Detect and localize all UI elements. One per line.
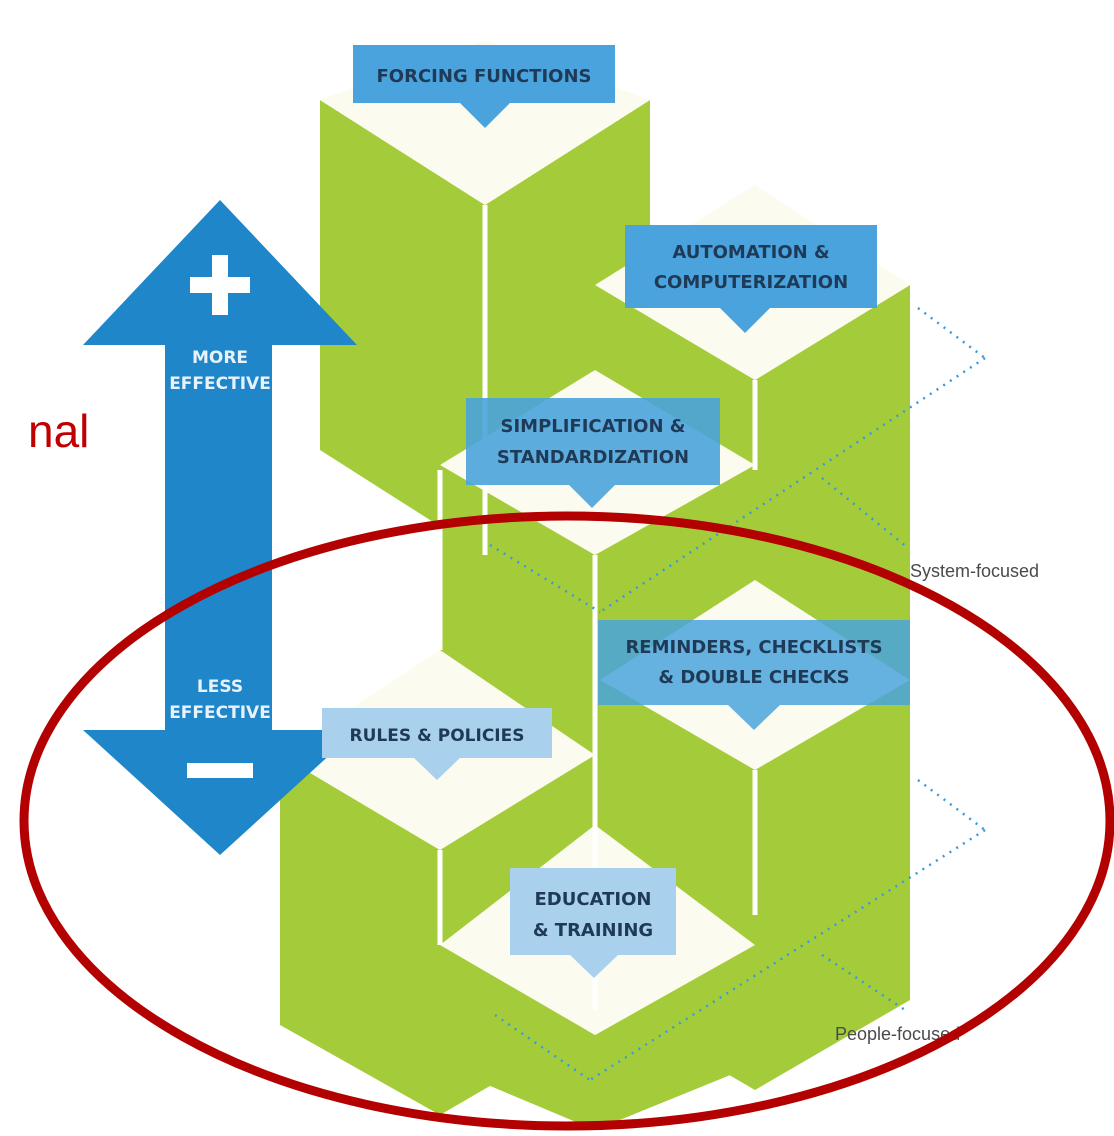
effectiveness-arrow: MORE EFFECTIVE LESS EFFECTIVE <box>83 200 357 855</box>
svg-text:FORCING FUNCTIONS: FORCING FUNCTIONS <box>377 66 592 87</box>
label-education-training: EDUCATION & TRAINING <box>510 868 676 978</box>
svg-text:COMPUTERIZATION: COMPUTERIZATION <box>654 272 848 293</box>
minus-icon <box>187 763 253 778</box>
label-automation: AUTOMATION & COMPUTERIZATION <box>625 225 877 333</box>
people-focused-label: People-focused <box>835 1024 960 1044</box>
more-label: MORE <box>192 348 248 368</box>
highlight-ellipse <box>19 511 1114 1131</box>
effective-label-top: EFFECTIVE <box>169 374 271 394</box>
partial-heading-text: nal <box>28 405 89 457</box>
system-focused-bracket <box>489 306 986 614</box>
svg-text:& TRAINING: & TRAINING <box>533 920 653 941</box>
svg-text:SIMPLIFICATION &: SIMPLIFICATION & <box>501 416 686 437</box>
system-focused-label: System-focused <box>910 561 1039 581</box>
label-simplification: SIMPLIFICATION & STANDARDIZATION <box>466 398 720 508</box>
svg-text:& DOUBLE CHECKS: & DOUBLE CHECKS <box>658 667 849 688</box>
effective-label-bottom: EFFECTIVE <box>169 703 271 723</box>
svg-text:EDUCATION: EDUCATION <box>535 889 652 910</box>
svg-text:RULES & POLICIES: RULES & POLICIES <box>350 726 525 746</box>
block-education <box>440 945 755 1130</box>
people-focused-bracket <box>494 778 986 1082</box>
less-label: LESS <box>197 677 243 697</box>
label-forcing-functions: FORCING FUNCTIONS <box>353 45 615 128</box>
label-rules-policies: RULES & POLICIES <box>322 708 552 780</box>
svg-text:STANDARDIZATION: STANDARDIZATION <box>497 447 689 468</box>
label-reminders: REMINDERS, CHECKLISTS & DOUBLE CHECKS <box>598 620 910 730</box>
svg-text:AUTOMATION &: AUTOMATION & <box>672 242 829 263</box>
plus-icon <box>190 255 250 315</box>
svg-text:REMINDERS, CHECKLISTS: REMINDERS, CHECKLISTS <box>625 637 882 658</box>
